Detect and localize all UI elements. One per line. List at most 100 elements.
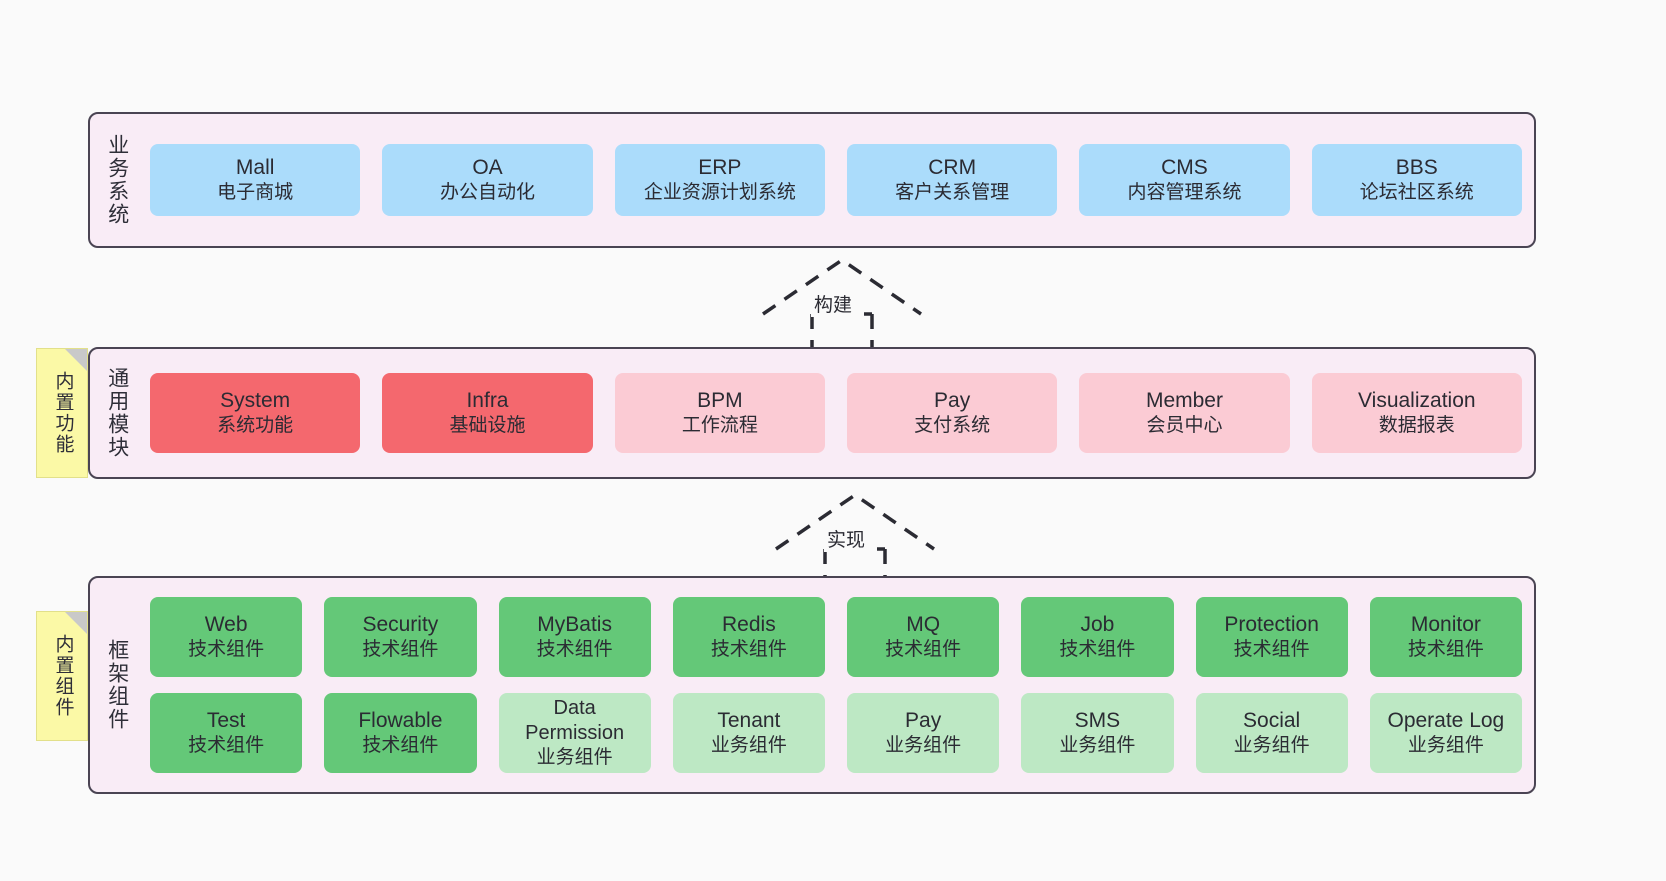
card-title: System — [220, 388, 291, 412]
connector-build: 构建 — [755, 252, 930, 348]
card-title: BPM — [697, 388, 743, 412]
card-subtitle: 支付系统 — [914, 415, 991, 437]
card-title: Pay — [905, 708, 942, 732]
card-visualization[interactable]: Visualization 数据报表 — [1311, 373, 1522, 453]
layer-title-business-systems: 业务系统 — [105, 134, 129, 226]
card-flowable[interactable]: Flowable 技术组件 — [324, 693, 477, 773]
card-title: CRM — [928, 155, 977, 179]
card-title: Tenant — [717, 708, 781, 732]
card-redis[interactable]: Redis 技术组件 — [672, 597, 825, 677]
card-title: Flowable — [358, 708, 443, 732]
card-title: Member — [1145, 388, 1223, 412]
card-mybatis[interactable]: MyBatis 技术组件 — [498, 597, 651, 677]
card-subtitle: 工作流程 — [681, 415, 758, 437]
sticky-note-label: 内置组件 — [52, 634, 74, 718]
card-subtitle: 办公自动化 — [439, 182, 535, 204]
card-subtitle: 技术组件 — [188, 735, 265, 757]
card-bpm[interactable]: BPM 工作流程 — [614, 373, 825, 453]
card-protection[interactable]: Protection 技术组件 — [1195, 597, 1348, 677]
card-title: MQ — [906, 612, 941, 636]
generalization-arrowhead-icon — [762, 257, 922, 316]
layer-body-common-modules: System 系统功能 Infra 基础设施 BPM 工作流程 Pay 支付系统… — [138, 355, 1522, 471]
card-title: Infra — [466, 388, 509, 412]
card-crm[interactable]: CRM 客户关系管理 — [846, 144, 1058, 216]
card-row: Web 技术组件 Security 技术组件 MyBatis 技术组件 Redi… — [150, 597, 1522, 677]
card-subtitle: 会员中心 — [1146, 415, 1223, 437]
card-title: Monitor — [1410, 612, 1481, 636]
card-subtitle: 技术组件 — [885, 639, 962, 661]
card-subtitle: 业务组件 — [1059, 735, 1136, 757]
card-oa[interactable]: OA 办公自动化 — [382, 144, 593, 216]
card-social[interactable]: Social 业务组件 — [1195, 693, 1348, 773]
card-row: System 系统功能 Infra 基础设施 BPM 工作流程 Pay 支付系统… — [150, 373, 1522, 453]
card-title: MyBatis — [537, 612, 612, 636]
layer-body-business-systems: Mall 电子商城 OA 办公自动化 ERP 企业资源计划系统 CRM 客户关系… — [138, 120, 1522, 240]
layer-framework-components: 框架组件 Web 技术组件 Security 技术组件 MyBatis 技术组件… — [88, 576, 1536, 794]
card-mq[interactable]: MQ 技术组件 — [847, 597, 1000, 677]
layer-common-modules: 通用模块 System 系统功能 Infra 基础设施 BPM 工作流程 Pay… — [88, 347, 1536, 479]
card-subtitle: 技术组件 — [1407, 639, 1484, 661]
card-subtitle: 企业资源计划系统 — [643, 182, 796, 204]
generalization-arrowhead-icon — [775, 492, 935, 551]
connector-implement: 实现 — [768, 487, 943, 583]
card-pay-module[interactable]: Pay 支付系统 — [846, 373, 1058, 453]
card-test[interactable]: Test 技术组件 — [150, 693, 303, 773]
card-title: Mall — [235, 155, 275, 179]
card-subtitle: 业务组件 — [710, 735, 787, 757]
layer-title-framework-components: 框架组件 — [105, 639, 129, 731]
card-subtitle: 技术组件 — [1233, 639, 1310, 661]
card-title: Pay — [934, 388, 971, 412]
card-subtitle: 业务组件 — [1407, 735, 1484, 757]
card-subtitle: 客户关系管理 — [895, 182, 1010, 204]
card-subtitle: 基础设施 — [449, 415, 526, 437]
connector-label-build: 构建 — [811, 290, 856, 317]
card-title: BBS — [1395, 155, 1438, 179]
card-subtitle: 业务组件 — [885, 735, 962, 757]
card-subtitle: 业务组件 — [1233, 735, 1310, 757]
card-subtitle: 系统功能 — [217, 415, 294, 437]
card-subtitle: 业务组件 — [536, 747, 613, 769]
card-member[interactable]: Member 会员中心 — [1079, 373, 1290, 453]
card-system[interactable]: System 系统功能 — [150, 373, 361, 453]
card-sms[interactable]: SMS 业务组件 — [1021, 693, 1174, 773]
card-title: Data Permission — [525, 696, 625, 745]
card-subtitle: 技术组件 — [536, 639, 613, 661]
card-infra[interactable]: Infra 基础设施 — [382, 373, 593, 453]
card-subtitle: 论坛社区系统 — [1359, 182, 1474, 204]
card-job[interactable]: Job 技术组件 — [1021, 597, 1174, 677]
card-subtitle: 技术组件 — [710, 639, 787, 661]
card-mall[interactable]: Mall 电子商城 — [150, 144, 361, 216]
connector-label-implement: 实现 — [824, 525, 869, 552]
card-title: Web — [204, 612, 248, 636]
card-bbs[interactable]: BBS 论坛社区系统 — [1311, 144, 1522, 216]
card-subtitle: 技术组件 — [362, 639, 439, 661]
card-title: Operate Log — [1387, 708, 1505, 732]
card-security[interactable]: Security 技术组件 — [324, 597, 477, 677]
card-row: Test 技术组件 Flowable 技术组件 Data Permission … — [150, 693, 1522, 773]
sticky-note-builtin-components: 内置组件 — [36, 611, 88, 741]
card-subtitle: 技术组件 — [1059, 639, 1136, 661]
card-cms[interactable]: CMS 内容管理系统 — [1079, 144, 1290, 216]
card-subtitle: 技术组件 — [188, 639, 265, 661]
card-title: Social — [1243, 708, 1301, 732]
card-data-permission[interactable]: Data Permission 业务组件 — [498, 693, 651, 773]
card-title: Job — [1080, 612, 1115, 636]
card-title: Protection — [1224, 612, 1319, 636]
layer-business-systems: 业务系统 Mall 电子商城 OA 办公自动化 ERP 企业资源计划系统 CRM… — [88, 112, 1536, 248]
layer-body-framework-components: Web 技术组件 Security 技术组件 MyBatis 技术组件 Redi… — [138, 584, 1522, 786]
card-pay-component[interactable]: Pay 业务组件 — [847, 693, 1000, 773]
card-web[interactable]: Web 技术组件 — [150, 597, 303, 677]
card-operate-log[interactable]: Operate Log 业务组件 — [1369, 693, 1522, 773]
card-subtitle: 数据报表 — [1378, 415, 1455, 437]
card-title: Visualization — [1358, 388, 1476, 412]
card-monitor[interactable]: Monitor 技术组件 — [1369, 597, 1522, 677]
card-row: Mall 电子商城 OA 办公自动化 ERP 企业资源计划系统 CRM 客户关系… — [150, 144, 1522, 216]
card-tenant[interactable]: Tenant 业务组件 — [672, 693, 825, 773]
card-title: Security — [362, 612, 439, 636]
sticky-note-label: 内置功能 — [52, 371, 74, 455]
card-subtitle: 电子商城 — [217, 182, 294, 204]
card-title: Redis — [722, 612, 776, 636]
card-subtitle: 技术组件 — [362, 735, 439, 757]
card-erp[interactable]: ERP 企业资源计划系统 — [614, 144, 825, 216]
